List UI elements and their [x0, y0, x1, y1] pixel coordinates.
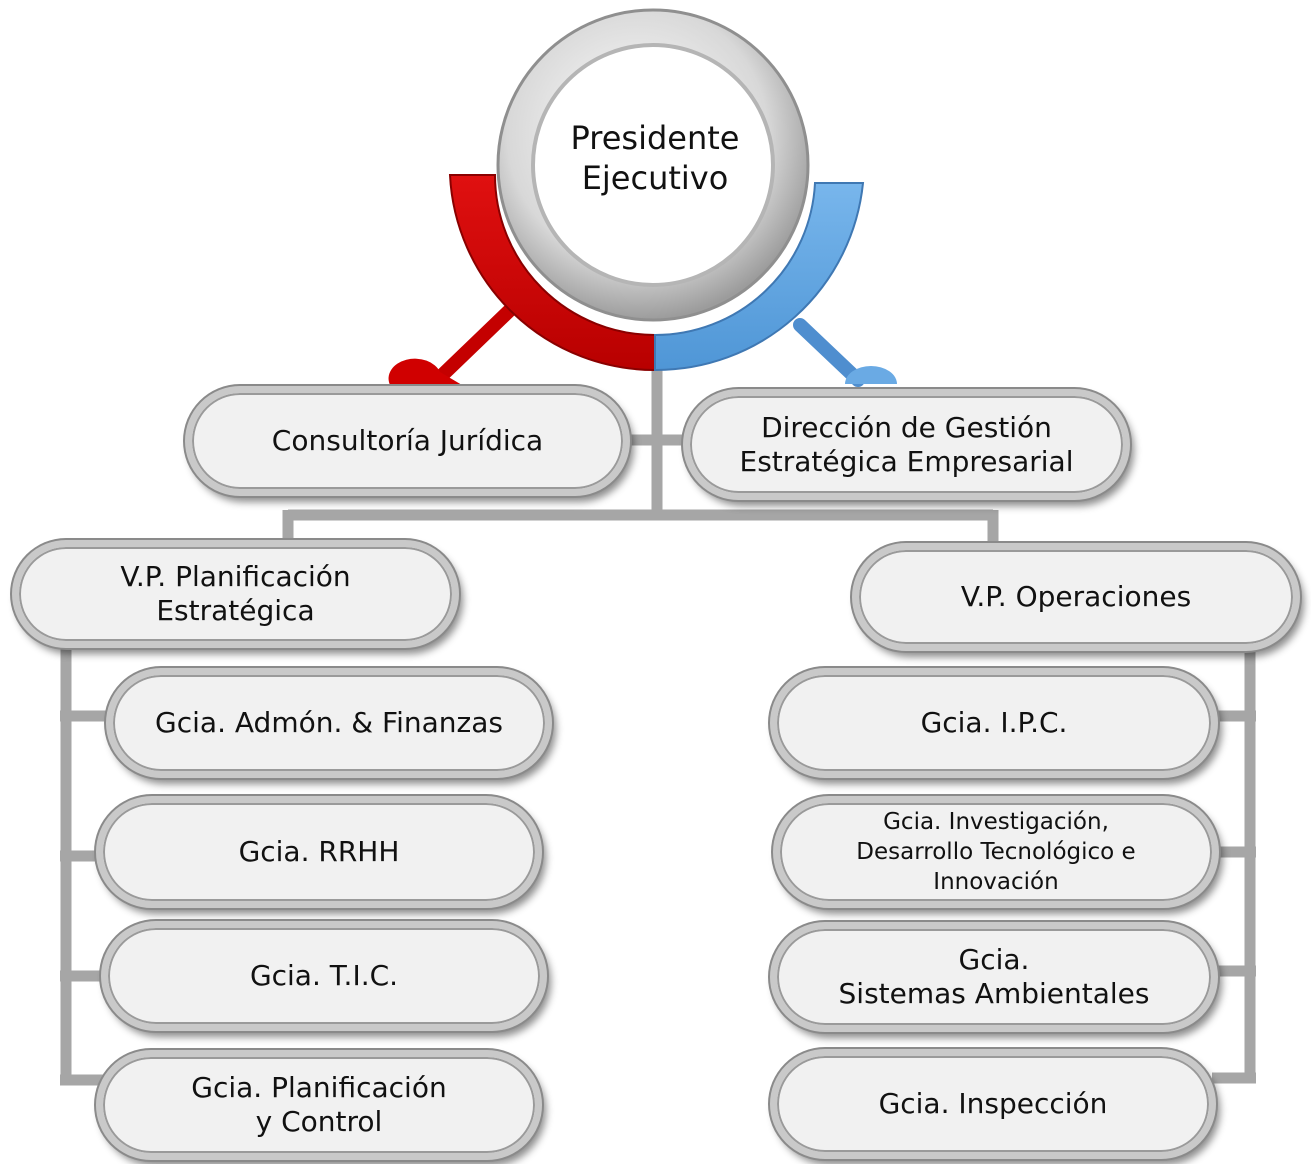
gcia-investigacion-box: Gcia. Investigación, Desarrollo Tecnológ…: [773, 796, 1219, 908]
gcia-ipc-box: Gcia. I.P.C.: [770, 668, 1218, 778]
presidente-ring: [496, 8, 810, 322]
vp-planificacion-box: V.P. Planificación Estratégica: [12, 540, 459, 648]
gcia-rrhh-box: Gcia. RRHH: [96, 796, 542, 908]
connector-lines: [60, 368, 1256, 1086]
gcia-inspeccion-box: Gcia. Inspección: [770, 1049, 1216, 1159]
consultoria-juridica-box: Consultoría Jurídica: [185, 386, 630, 496]
presidente-label: Presidente Ejecutivo: [570, 119, 740, 197]
gcia-tic-box: Gcia. T.I.C.: [101, 921, 547, 1031]
direccion-gestion-box: Dirección de Gestión Estratégica Empresa…: [683, 389, 1130, 500]
vp-operaciones-box: V.P. Operaciones: [852, 543, 1300, 651]
gcia-planificacion-control-box: Gcia. Planificación y Control: [96, 1050, 542, 1160]
gcia-admon-finanzas-box: Gcia. Admón. & Finanzas: [106, 668, 552, 778]
blue-accent: [654, 182, 897, 387]
gcia-sistemas-ambientales-box: Gcia. Sistemas Ambientales: [770, 922, 1218, 1032]
